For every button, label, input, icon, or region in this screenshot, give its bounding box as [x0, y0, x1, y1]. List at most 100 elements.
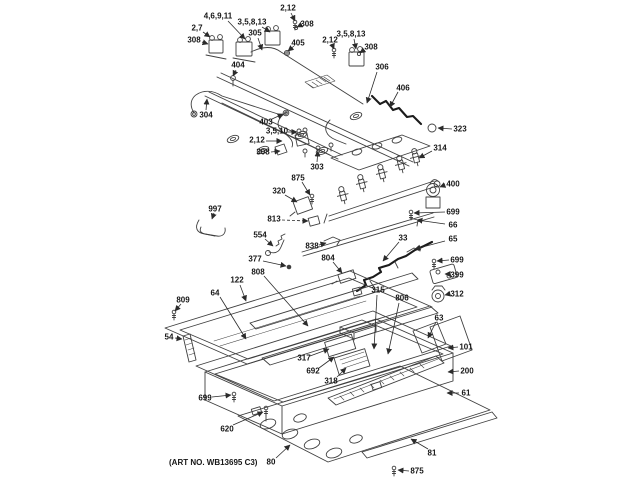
callout-61: 61 — [461, 388, 471, 398]
side-panels — [412, 315, 473, 362]
callout-620: 620 — [220, 424, 234, 434]
callout-838: 838 — [305, 241, 319, 251]
leader-101 — [447, 344, 459, 351]
leader-305 — [257, 37, 264, 51]
callout-314: 314 — [433, 143, 447, 153]
callout-65: 65 — [448, 234, 458, 244]
callout-64: 64 — [210, 288, 220, 298]
callout-320: 320 — [272, 186, 286, 196]
base-panel — [237, 365, 491, 463]
leader-317 — [309, 348, 330, 357]
callout-315: 315 — [371, 285, 385, 295]
callout-699: 699 — [450, 255, 464, 265]
leader-406 — [389, 91, 399, 108]
leader-66 — [416, 217, 446, 225]
leader-lines — [174, 12, 460, 474]
leader-699 — [436, 257, 450, 264]
callout-403: 403 — [259, 117, 273, 127]
burner-box — [204, 318, 454, 435]
callout-81: 81 — [427, 448, 437, 458]
callout-377: 377 — [248, 254, 262, 264]
leader-554 — [264, 238, 274, 247]
callout-308: 308 — [187, 35, 201, 45]
leader-63 — [427, 321, 437, 339]
leader-80 — [275, 444, 291, 459]
callout-692: 692 — [306, 366, 320, 376]
callout-2-7: 2,7 — [191, 23, 203, 33]
leader-806 — [386, 302, 400, 355]
leader-308 — [201, 39, 209, 46]
leader-838 — [318, 241, 327, 248]
callout-997: 997 — [208, 204, 222, 214]
leader-315 — [371, 294, 378, 350]
callout-404: 404 — [231, 60, 245, 70]
leader-2-7 — [202, 31, 211, 38]
leader-308 — [270, 148, 281, 155]
leader-699 — [211, 392, 232, 399]
leader-2-12 — [329, 42, 335, 50]
center-burner-assembly — [324, 319, 377, 376]
callout-66: 66 — [448, 220, 458, 230]
callout-3-5-10: 3,5,10 — [265, 126, 289, 136]
leader-312 — [444, 290, 452, 297]
callout-200: 200 — [460, 366, 474, 376]
leader-692 — [318, 356, 335, 369]
leader-303 — [314, 150, 321, 163]
leader-33 — [382, 241, 400, 262]
callout-317: 317 — [297, 353, 311, 363]
callout-806: 806 — [395, 293, 409, 303]
leader-81 — [410, 438, 429, 450]
callout-808: 808 — [251, 267, 265, 277]
callout-2-12: 2,12 — [280, 3, 296, 13]
leader-4-6-9-11 — [227, 20, 246, 40]
top-valve-brackets — [205, 19, 365, 67]
leader-320 — [284, 194, 298, 203]
leader-65 — [414, 240, 446, 251]
leader-323 — [437, 125, 453, 132]
callout-122: 122 — [230, 275, 244, 285]
callout-2-12: 2,12 — [249, 135, 265, 145]
leader-200 — [447, 368, 460, 375]
callout-804: 804 — [321, 253, 335, 263]
leader-813 — [281, 217, 309, 224]
bottom-screws — [231, 391, 397, 477]
leader-308 — [359, 47, 367, 54]
leader-314 — [418, 150, 433, 159]
callout-405: 405 — [291, 38, 305, 48]
leader-400 — [439, 182, 447, 188]
leader-875 — [301, 181, 311, 196]
callout-323: 323 — [453, 124, 467, 134]
callout-2-12: 2,12 — [322, 35, 338, 45]
leader-308 — [296, 21, 304, 28]
callout-308: 308 — [364, 42, 378, 52]
callout-813: 813 — [267, 214, 281, 224]
leader-377 — [262, 260, 287, 268]
callout-4-6-9-11: 4,6,9,11 — [203, 11, 233, 21]
leader-2-12 — [289, 12, 296, 22]
leader-318 — [336, 367, 347, 378]
leader-3-5-8-13 — [351, 38, 358, 50]
callout-304: 304 — [199, 110, 213, 120]
box-frame — [195, 310, 452, 402]
callout-699: 699 — [198, 393, 212, 403]
gas-valves-row — [334, 146, 424, 206]
callout-306: 306 — [375, 62, 389, 72]
left-small-parts — [171, 309, 197, 363]
callout-308: 308 — [300, 19, 314, 29]
callout-33: 33 — [398, 233, 408, 243]
pressure-regulator — [425, 179, 441, 209]
leader-808 — [263, 275, 309, 327]
callout-875: 875 — [410, 466, 424, 476]
callout-3-5-8-13: 3,5,8,13 — [336, 29, 366, 39]
leader-54 — [174, 335, 183, 342]
leader-403 — [271, 113, 284, 120]
callout-101: 101 — [459, 342, 473, 352]
leader-3-5-8-13 — [261, 26, 271, 33]
callout-399: 399 — [450, 270, 464, 280]
callout-63: 63 — [434, 313, 444, 323]
callout-305: 305 — [248, 28, 262, 38]
callout-699: 699 — [446, 207, 460, 217]
burner-support-plate — [330, 134, 431, 171]
